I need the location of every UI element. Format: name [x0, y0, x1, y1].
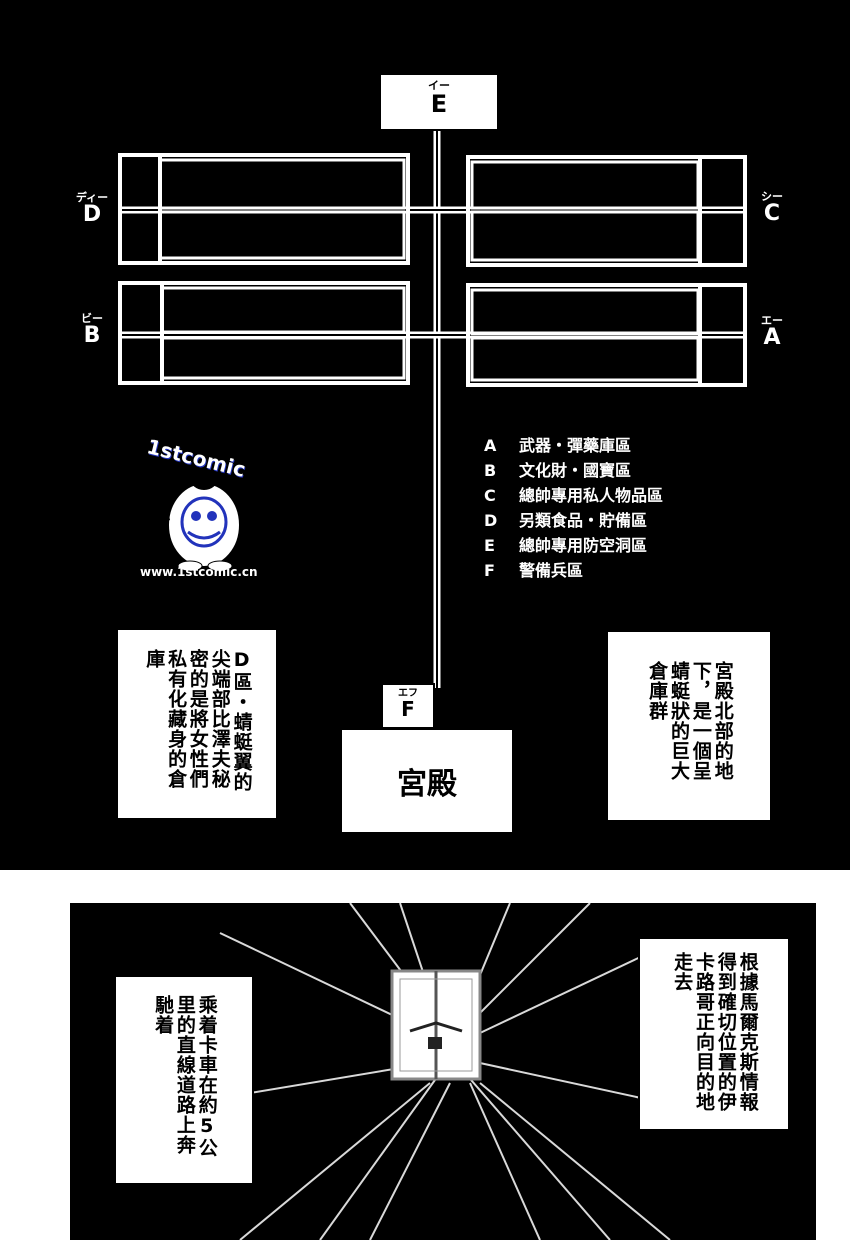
legend-key: E — [484, 536, 495, 555]
caption-box-left: D區・蜻蜓翼的尖端部比澤夫秘密的是將女性們私有化藏身的倉庫 — [116, 628, 278, 820]
caption-right-text: 宮殿北部的地下，是一個呈蜻蜓狀的巨大倉庫群 — [646, 661, 734, 781]
zone-f-kana: エフ — [398, 688, 418, 699]
caption-box-right: 宮殿北部的地下，是一個呈蜻蜓狀的巨大倉庫群 — [606, 630, 772, 822]
penguin-mascot-icon — [150, 466, 260, 572]
legend-row-d: D 另類食品・貯備區 — [484, 508, 714, 533]
watermark-url: www.1stcomic.cn — [140, 565, 258, 579]
zone-d-letter: D — [82, 202, 102, 227]
zone-f-box: エフ F — [381, 683, 435, 729]
caption-bottom-left-text: 乘着卡車在約5公里的直線道路上奔馳着 — [152, 995, 218, 1158]
wing-d — [118, 153, 410, 265]
zone-b-label: ビー B — [74, 313, 110, 347]
caption-bottom-right-text: 根據馬爾克斯情報得到確切位置的伊卡路哥正向目的地走去 — [671, 952, 759, 1112]
truck-silhouette — [409, 1021, 463, 1033]
legend-row-e: E 總帥專用防空洞區 — [484, 533, 714, 558]
zone-c-kana: シー — [761, 190, 783, 203]
wing-a — [466, 283, 747, 387]
zone-d-kana: ディー — [75, 191, 109, 204]
legend-text: 總帥專用防空洞區 — [519, 536, 648, 555]
wing-c — [466, 155, 747, 267]
zone-a-letter: A — [763, 325, 781, 350]
legend-key: D — [484, 511, 498, 530]
legend-key: C — [484, 486, 496, 505]
wing-b — [118, 281, 410, 385]
map-panel: イー E ディー D シー C ビー B エー A 1stcomic — [0, 0, 850, 870]
legend-text: 另類食品・貯備區 — [519, 511, 648, 530]
caption-box-bottom-left: 乘着卡車在約5公里的直線道路上奔馳着 — [114, 975, 254, 1185]
zone-e-kana: イー — [428, 79, 450, 92]
zone-a-label: エー A — [754, 315, 790, 349]
warehouse-map-diagram — [118, 128, 747, 688]
speed-lines-illustration — [189, 903, 711, 1240]
watermark-logo: 1stcomic — [140, 434, 270, 590]
zone-c-letter: C — [763, 201, 781, 226]
zone-b-letter: B — [83, 323, 101, 348]
caption-left-text: D區・蜻蜓翼的尖端部比澤夫秘密的是將女性們私有化藏身的倉庫 — [143, 649, 253, 792]
zone-d-label: ディー D — [74, 192, 110, 226]
legend-key: A — [484, 436, 497, 455]
palace-box: 宮殿 — [340, 728, 514, 834]
legend-text: 文化財・國寶區 — [519, 461, 632, 480]
zone-e-letter: E — [430, 90, 448, 118]
zone-c-label: シー C — [754, 191, 790, 225]
legend-row-a: A 武器・彈藥庫區 — [484, 433, 714, 458]
palace-label: 宮殿 — [397, 767, 457, 802]
zone-b-kana: ビー — [81, 312, 103, 325]
zone-e-box: イー E — [379, 73, 499, 131]
corridor-scene-panel: 乘着卡車在約5公里的直線道路上奔馳着 根據馬爾克斯情報得到確切位置的伊卡路哥正向… — [70, 903, 816, 1240]
legend-row-f: F 警備兵區 — [484, 558, 714, 583]
legend-row-c: C 總帥專用私人物品區 — [484, 483, 714, 508]
legend-text: 總帥專用私人物品區 — [519, 486, 664, 505]
zone-a-kana: エー — [761, 314, 783, 327]
legend-text: 武器・彈藥庫區 — [519, 436, 632, 455]
zone-f-letter: F — [401, 697, 415, 721]
legend-key: F — [484, 561, 495, 580]
legend: A 武器・彈藥庫區 B 文化財・國寶區 C 總帥專用私人物品區 D 另類食品・貯備區 E… — [484, 433, 714, 583]
legend-text: 警備兵區 — [519, 561, 584, 580]
caption-box-bottom-right: 根據馬爾克斯情報得到確切位置的伊卡路哥正向目的地走去 — [638, 937, 790, 1131]
legend-key: B — [484, 461, 497, 480]
legend-row-b: B 文化財・國寶區 — [484, 458, 714, 483]
